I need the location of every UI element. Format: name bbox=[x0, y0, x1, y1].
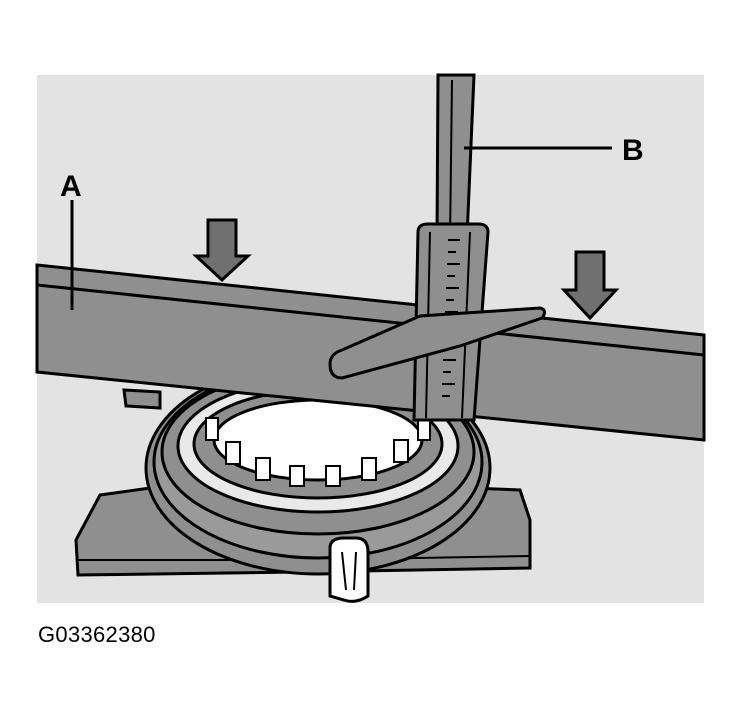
callout-label-b: B bbox=[622, 134, 644, 167]
down-arrow-right bbox=[560, 250, 620, 321]
figure-id: G03362380 bbox=[38, 622, 156, 647]
retaining-clip bbox=[328, 536, 370, 603]
depth-gauge-b bbox=[328, 73, 547, 422]
support-block bbox=[122, 388, 162, 410]
callout-label-a: A bbox=[60, 170, 82, 203]
bearing-rollers bbox=[205, 417, 431, 487]
bearing-assembly bbox=[144, 360, 492, 603]
down-arrow-left bbox=[192, 218, 252, 283]
